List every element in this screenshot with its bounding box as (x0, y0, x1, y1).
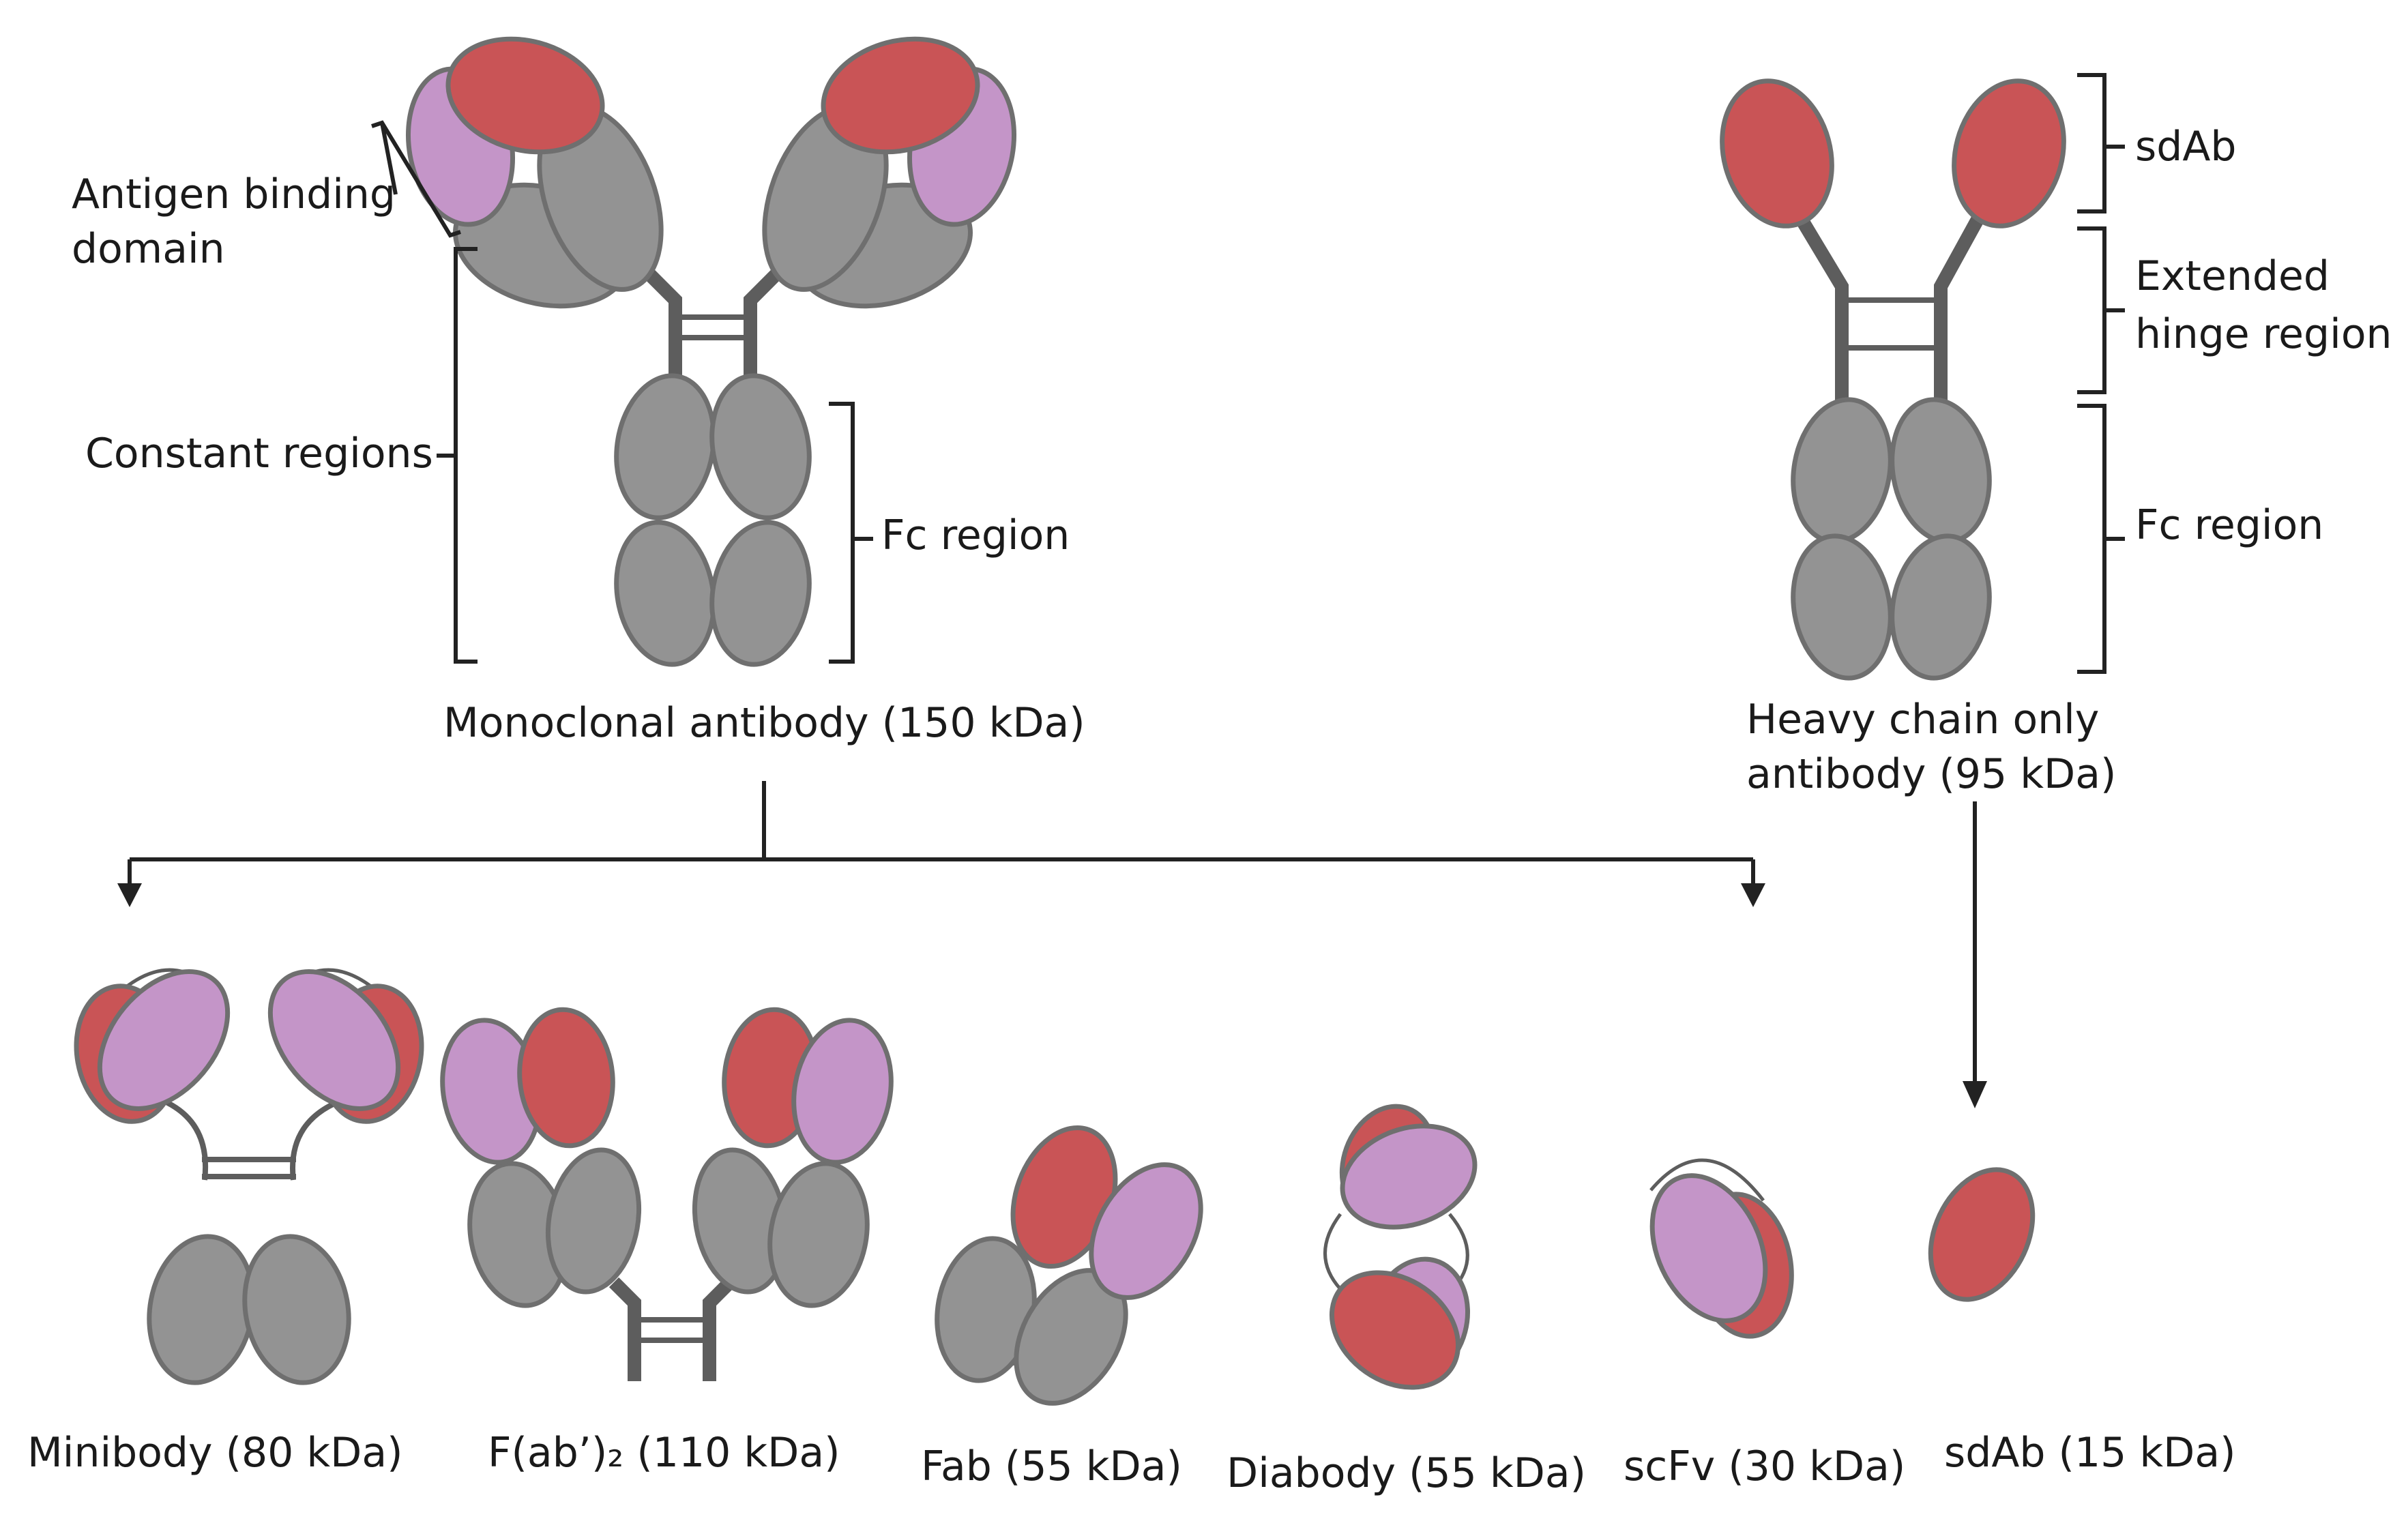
arrowhead-right (1741, 883, 1765, 907)
monoclonal-antibody (405, 36, 1017, 667)
fc-region-label-right: Fc region (2135, 501, 2323, 549)
extended-hinge-label-line2: hinge region (2135, 310, 2392, 358)
extended-hinge-bracket (2077, 226, 2106, 394)
derivation-arrows (117, 781, 1987, 1108)
constant-regions-bracket (454, 247, 478, 664)
ch3-domain (242, 1234, 351, 1385)
antigen-binding-label-line1: Antigen binding (72, 171, 396, 218)
heavy-chain-antibody-label-line1: Heavy chain only (1746, 696, 2099, 743)
hinge-chain-right (1934, 215, 1984, 409)
sdab-bracket (2077, 73, 2106, 213)
light-variable-domain (97, 969, 231, 1111)
fc-region-bracket-left (829, 402, 855, 664)
minibody-diagram (74, 968, 424, 1385)
sdab-label: sdAb (15 kDa) (1944, 1429, 2236, 1477)
light-variable-domain (1340, 1123, 1478, 1230)
heavy-chain-antibody-label-line2: antibody (95 kDa) (1746, 750, 2116, 798)
monoclonal-antibody-label: Monoclonal antibody (150 kDa) (443, 699, 1085, 747)
scfv-diagram (1649, 1158, 1794, 1339)
arrowhead-left (117, 883, 142, 907)
fc-domain (709, 520, 812, 667)
hinge-chain-left (636, 261, 682, 396)
light-variable-domain (1649, 1173, 1768, 1323)
linker (1323, 1213, 1342, 1290)
heavy-variable-domain (445, 36, 605, 155)
hinge-chain-left (156, 1095, 209, 1181)
fab-diagram (935, 1125, 1203, 1406)
sdab-bracket-label: sdAb (2135, 123, 2236, 171)
antigen-binding-bracket (371, 120, 461, 238)
fc-domain (614, 373, 716, 520)
fc-region-label-left: Fc region (881, 512, 1070, 559)
arrowhead-sdab (1963, 1081, 1987, 1108)
fc-domain (614, 520, 716, 667)
heavy-variable-domain (1952, 78, 2066, 228)
diabody-label: Diabody (55 kDa) (1227, 1449, 1586, 1497)
constant-domain (545, 1147, 642, 1295)
light-variable-domain (791, 1018, 894, 1165)
fc-domain (1791, 533, 1893, 681)
heavy-variable-domain (821, 36, 980, 155)
minibody-label: Minibody (80 kDa) (27, 1429, 403, 1477)
heavy-variable-domain (1928, 1167, 2036, 1302)
antigen-binding-pointer (380, 122, 398, 195)
light-variable-domain (1089, 1162, 1203, 1300)
antigen-binding-label-line2: domain (72, 225, 225, 273)
sdab-diagram (1928, 1167, 2036, 1302)
linker (1649, 1158, 1765, 1202)
fc-domain (709, 373, 812, 520)
hinge-chain-right (703, 1277, 735, 1381)
hinge-chain-right (744, 261, 790, 396)
light-variable-domain (267, 969, 401, 1111)
constant-domain (767, 1161, 870, 1308)
heavy-variable-domain (1329, 1270, 1461, 1390)
scfv-label: scFv (30 kDa) (1624, 1443, 1905, 1490)
extended-hinge-label-line1: Extended (2135, 252, 2330, 300)
heavy-chain-only-antibody (1720, 78, 2066, 681)
hinge-chain-left (1795, 214, 1849, 409)
constant-regions-label: Constant regions (85, 430, 433, 477)
fab2-diagram (440, 1007, 894, 1381)
hinge-chain-left (608, 1277, 641, 1381)
fc-region-bracket-right (2077, 404, 2106, 674)
heavy-variable-domain (517, 1007, 615, 1149)
fc-domain (1791, 397, 1893, 544)
fc-domain (1890, 533, 1992, 681)
fab-label: Fab (55 kDa) (921, 1443, 1182, 1490)
diabody-diagram (1323, 1104, 1478, 1390)
heavy-variable-domain (1720, 78, 1834, 228)
fc-domain (1890, 397, 1992, 544)
fab2-label: F(ab’)₂ (110 kDa) (488, 1429, 840, 1477)
